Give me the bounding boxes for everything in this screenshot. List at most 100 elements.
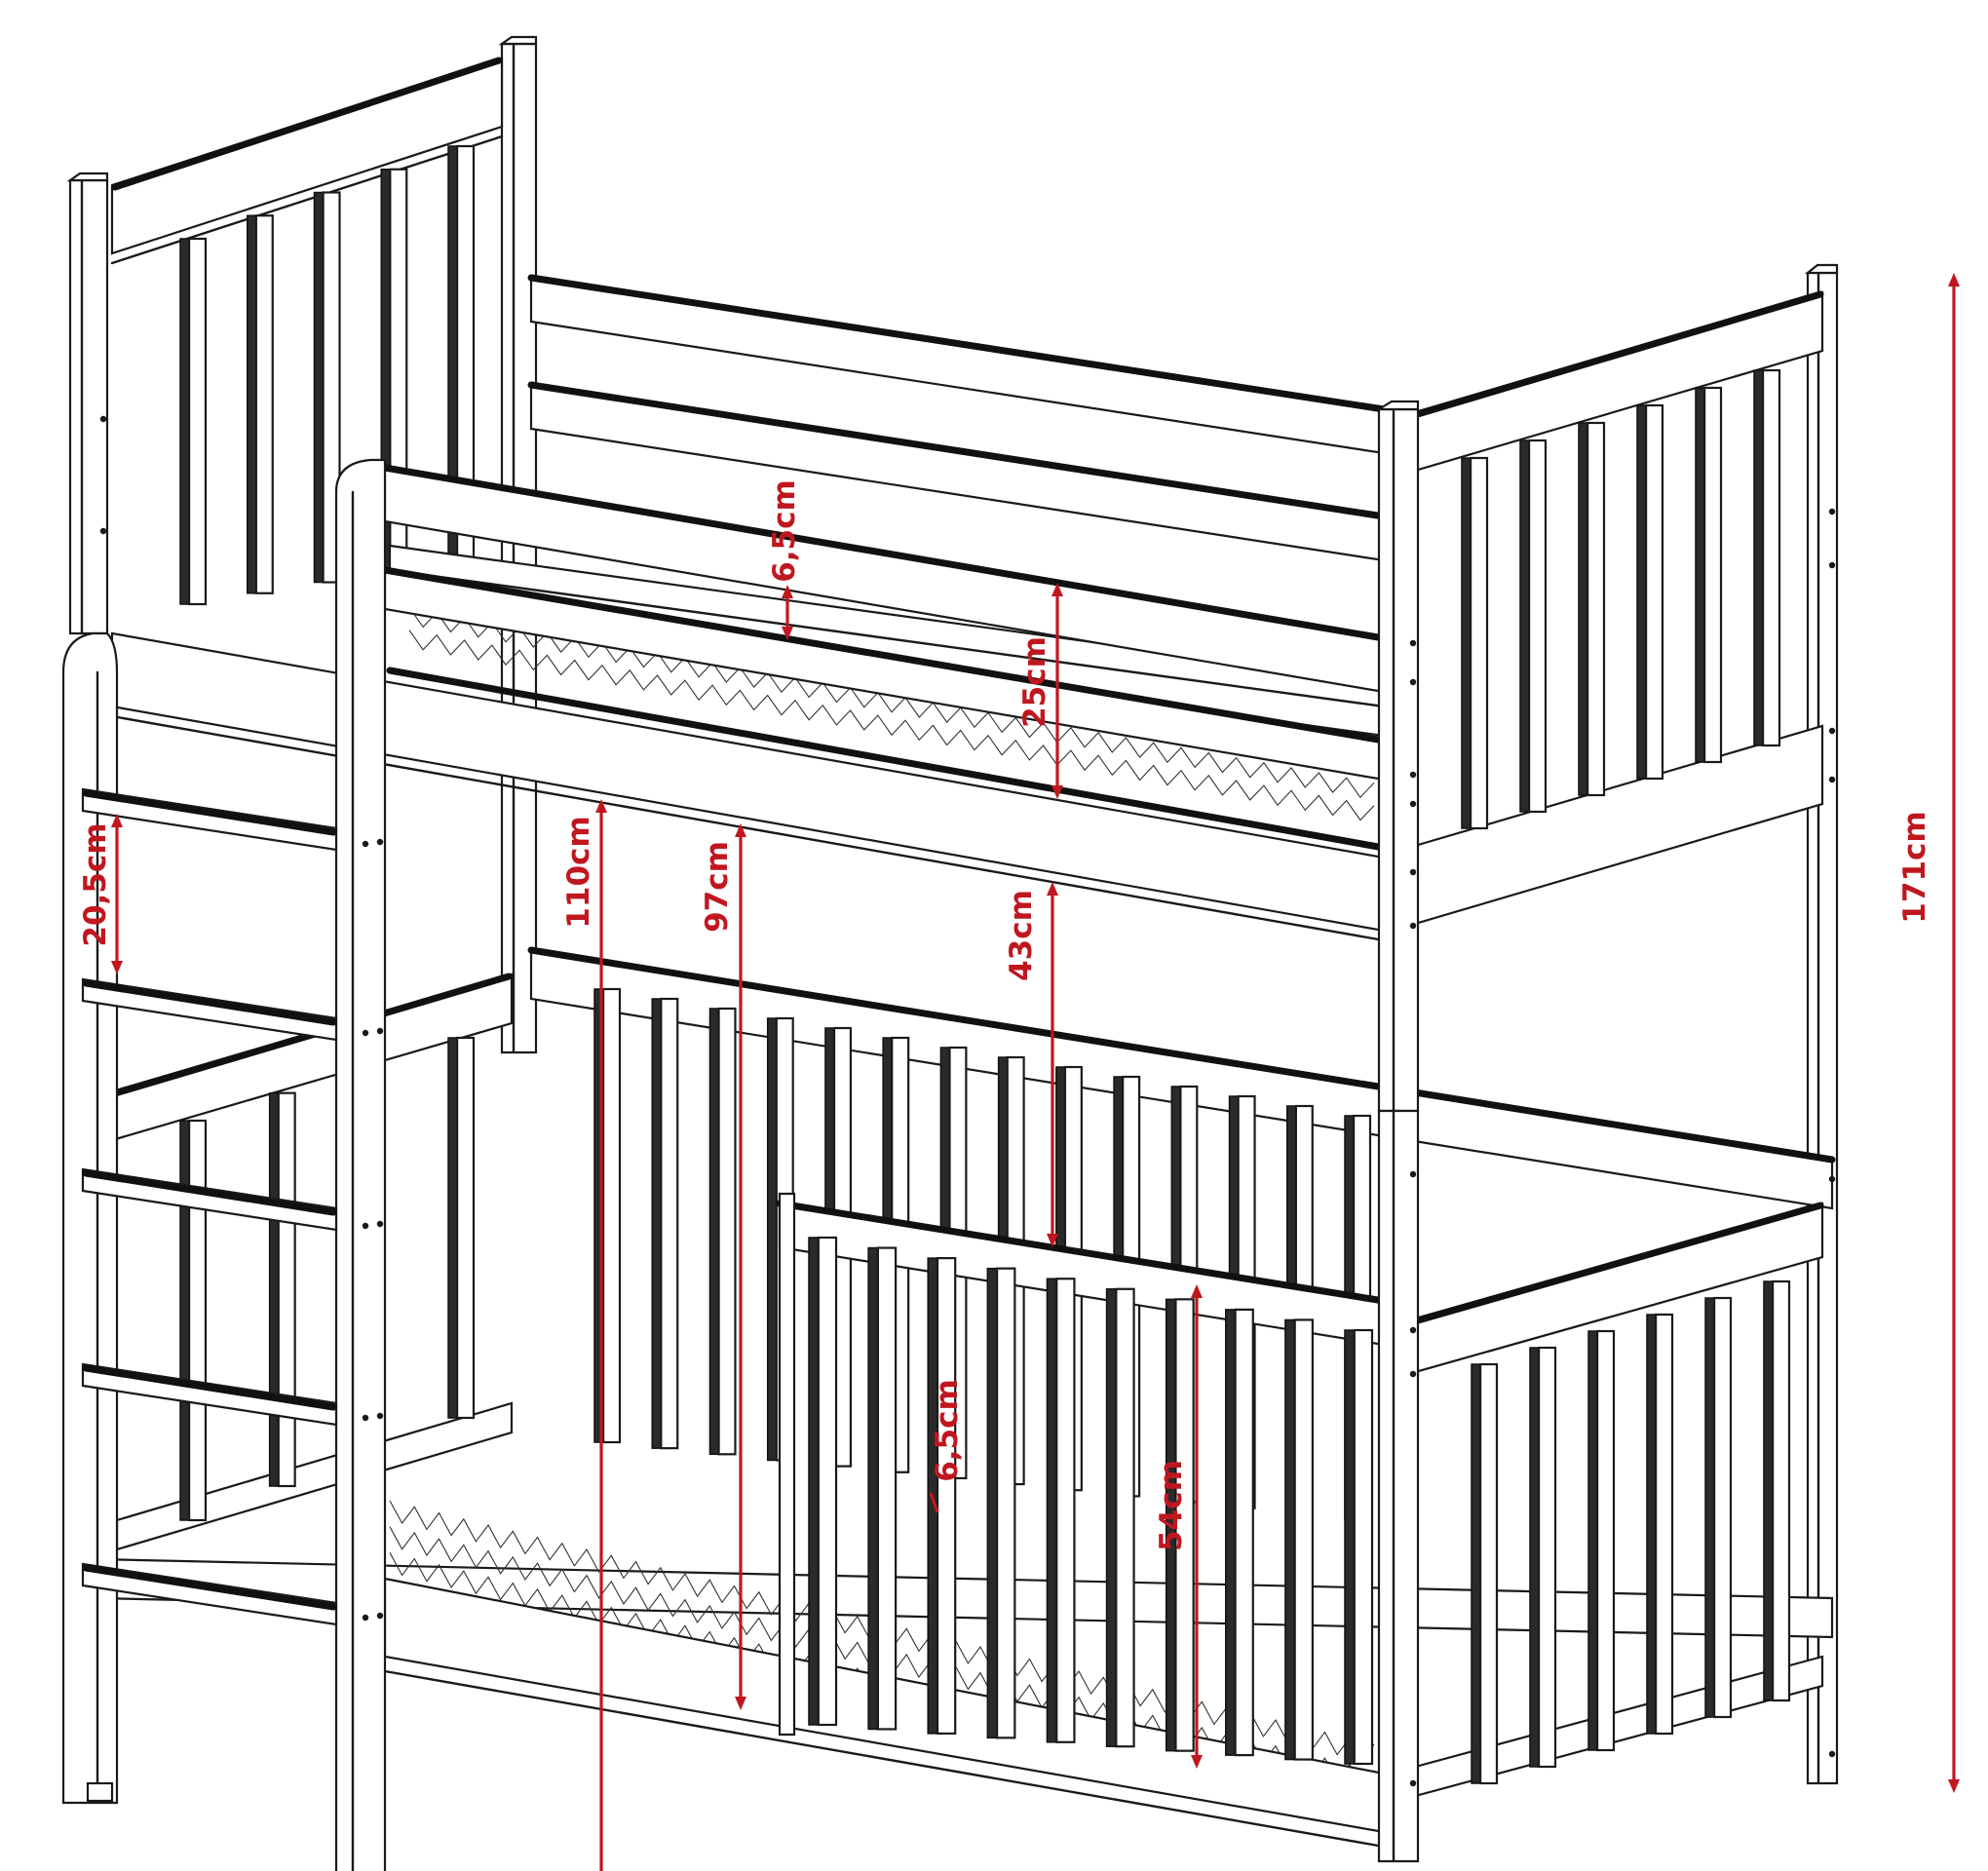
bolt-hole [362, 840, 369, 848]
lower-front-slat [1174, 1298, 1195, 1752]
left-lower-slat-shadow [447, 1037, 458, 1419]
bolt-hole [1409, 1370, 1417, 1378]
lower-front-slat [1115, 1287, 1135, 1748]
dim-lower-slat-gap-line [929, 1492, 939, 1513]
dim-total-height-line-arrow-bottom [1948, 1779, 1960, 1793]
dim-upper-rail-gap-line-arrow-top [782, 585, 793, 598]
ladder-step-edge [82, 1169, 337, 1216]
dim-under-top-floor-line-arrow-top [595, 799, 607, 813]
lower-back-slat [660, 997, 679, 1450]
bolt-hole [1828, 1750, 1836, 1758]
upper-mattress-texture [408, 606, 1375, 799]
right-upper-slat [1702, 386, 1723, 764]
lower-back-slat-shadow [651, 998, 663, 1449]
right-upper-slat-shadow [1461, 457, 1472, 829]
back-right-post [1804, 263, 1839, 1785]
lower-front-slat [1293, 1318, 1314, 1761]
back-headboard-slats [179, 144, 476, 606]
right-upper-slats [1461, 368, 1781, 830]
bolt-hole [1409, 1779, 1417, 1787]
left-lower-slat [188, 1119, 208, 1522]
dim-between-beds-line-arrow-top [1047, 882, 1058, 896]
left-lower-slat-shadow [268, 1091, 280, 1487]
ladder-bolt-holes [362, 838, 384, 1622]
right-upper-slat [1469, 456, 1489, 830]
bolt-hole [362, 1222, 369, 1230]
lower-front-slat [1353, 1328, 1374, 1766]
right-lower-slat-shadow [1646, 1314, 1657, 1735]
bolt-hole [1409, 922, 1417, 930]
bolt-hole [1828, 561, 1836, 569]
dim-upper-guard-height-line-arrow-bottom [1051, 785, 1063, 799]
lower-front-slat [817, 1236, 838, 1727]
lower-front-slat-shadow [1105, 1288, 1118, 1747]
right-upper-slat-shadow [1636, 404, 1647, 780]
lower-back-slat [717, 1007, 737, 1456]
right-lower-slat [1654, 1313, 1674, 1736]
dim-under-top-mattress-line-arrow-bottom [735, 1697, 746, 1710]
lower-front-slat-shadow [986, 1267, 998, 1739]
dim-under-top-floor-label: 110cm [561, 816, 596, 928]
dim-ladder-step-spacing-label: 20,5cm [78, 822, 113, 946]
right-upper-slat [1527, 439, 1548, 814]
right-upper-slat-shadow [1753, 369, 1764, 746]
lower-front-slat [1234, 1308, 1254, 1757]
front-right-post [1375, 400, 1420, 1863]
dim-upper-guard-height-line-arrow-top [1051, 583, 1063, 596]
right-lower-slat-shadow [1763, 1280, 1774, 1701]
bolt-hole [362, 1414, 369, 1422]
ladder-step-edge [82, 789, 337, 836]
bolt-hole [376, 1220, 384, 1228]
right-upper-slat-shadow [1519, 439, 1530, 813]
dim-total-height-label: 171cm [1897, 811, 1932, 923]
right-lower-slat-shadow [1471, 1363, 1481, 1784]
right-lower-slat [1712, 1296, 1733, 1719]
right-lower-slat-shadow [1529, 1347, 1540, 1768]
bolt-hole [99, 415, 107, 423]
ladder-steps [81, 787, 338, 1626]
left-lower-slat-shadow [179, 1120, 190, 1521]
lower-front-slat-shadow [867, 1246, 879, 1731]
dim-lower-guard-height-label: 54cm [1154, 1460, 1189, 1551]
bolt-hole [1409, 1326, 1417, 1334]
right-lower-slat [1537, 1346, 1557, 1769]
right-lower-slats [1471, 1279, 1791, 1785]
right-lower-slat [1478, 1362, 1499, 1785]
lower-front-slat-shadow [1284, 1318, 1296, 1761]
lower-front-slat-shadow [1225, 1309, 1237, 1756]
dim-between-beds-label: 43cm [1004, 890, 1039, 981]
bolt-hole [1409, 639, 1417, 647]
lower-back-slat-shadow [766, 1017, 778, 1462]
bolt-hole [1828, 776, 1836, 783]
bolt-hole [362, 1029, 369, 1037]
bolt-hole [1828, 508, 1836, 515]
bolt-hole [1409, 1170, 1417, 1178]
dim-lower-slat-gap-label: 6,5cm [930, 1379, 965, 1482]
headboard-slat-shadow [313, 191, 325, 584]
lower-front-slat [876, 1246, 898, 1731]
lower-front-slat [996, 1267, 1016, 1739]
right-lower-endboard [1406, 1202, 1824, 1800]
right-upper-slat-shadow [1578, 422, 1588, 796]
bolt-hole [1409, 868, 1417, 876]
back-headboard-top [110, 57, 504, 265]
dim-upper-rail-gap-line-arrow-bottom [782, 627, 793, 640]
dim-upper-rail-gap-label: 6,5cm [767, 479, 802, 583]
bolt-hole [376, 1412, 384, 1420]
headboard-slat-shadow [247, 214, 257, 594]
dim-between-beds-line-arrow-bottom [1047, 1234, 1058, 1247]
dim-upper-guard-height-label: 25cm [1017, 636, 1052, 728]
dim-lower-guard-height-line-arrow-bottom [1191, 1755, 1203, 1769]
right-lower-slat [1595, 1329, 1616, 1752]
headboard-slat [188, 237, 208, 606]
bolt-hole [1409, 771, 1417, 779]
bolt-hole [1828, 727, 1836, 735]
upper-mattress-texture [408, 630, 1375, 821]
ladder-step-edge [82, 1364, 337, 1411]
ladder-right-rail [334, 458, 387, 1871]
post-bolt-holes [99, 415, 1836, 1787]
dim-under-top-mattress-label: 97cm [700, 841, 735, 933]
lower-front-slats [808, 1236, 1374, 1766]
